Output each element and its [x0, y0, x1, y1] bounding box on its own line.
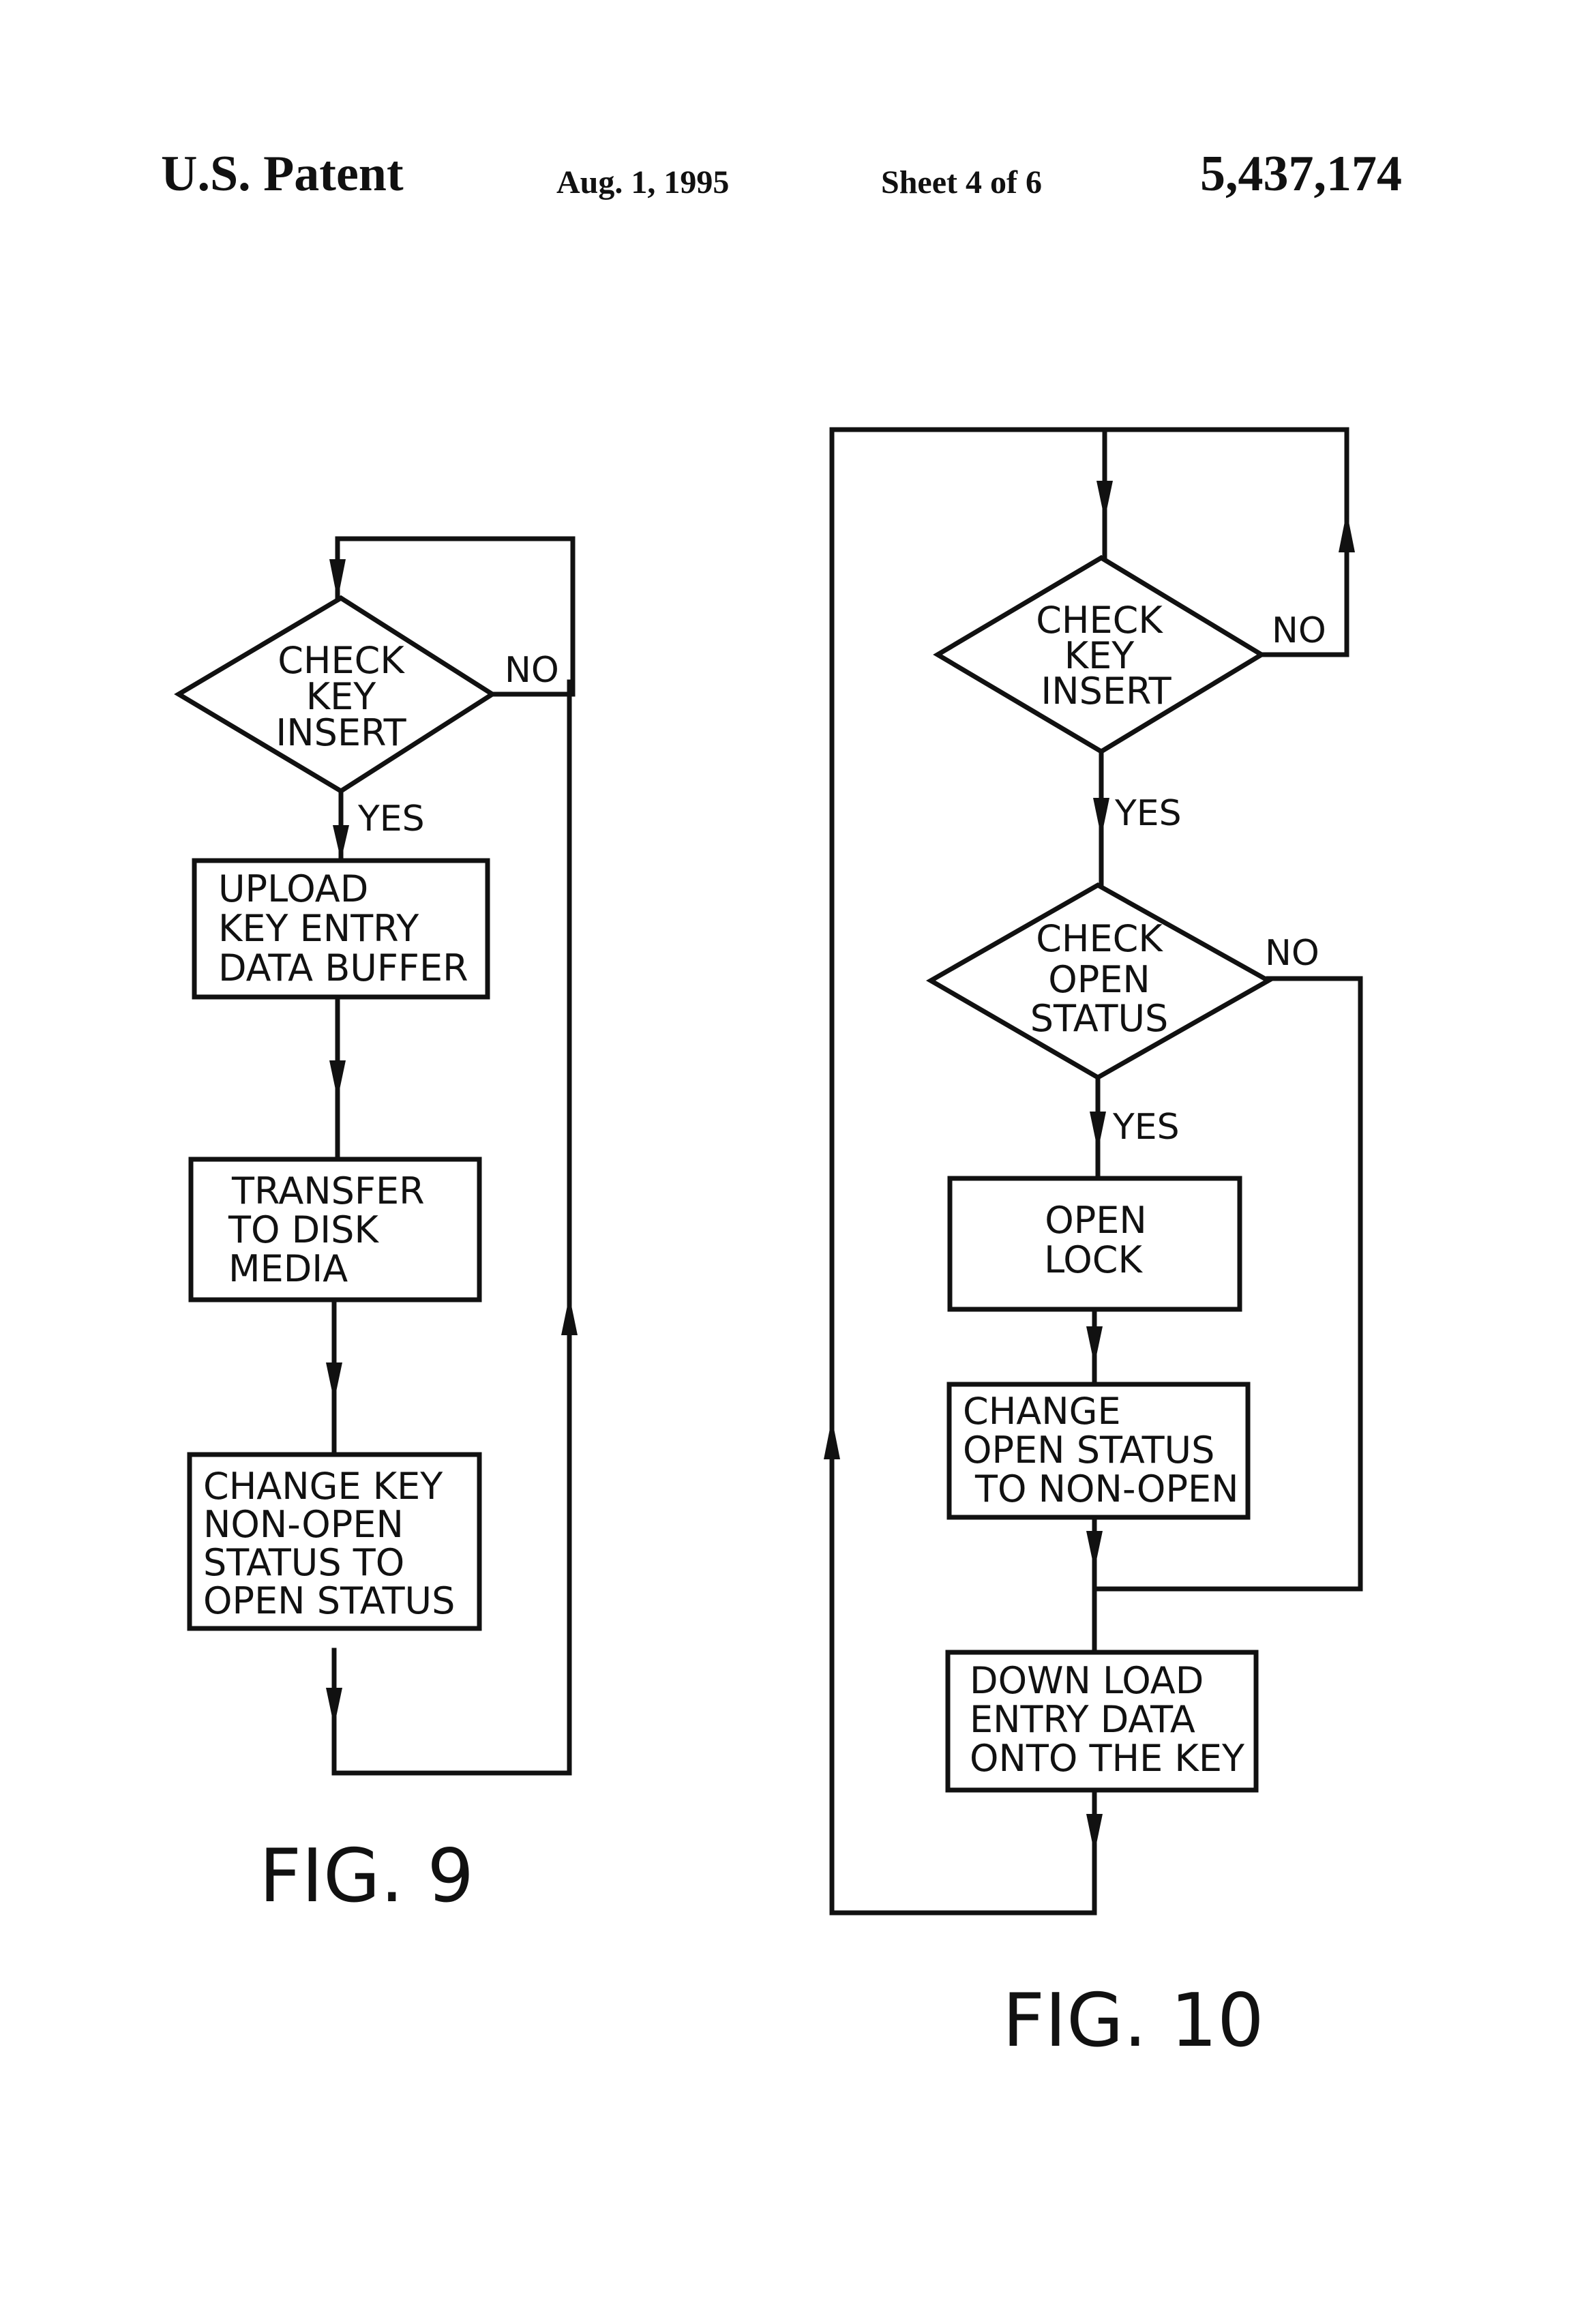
fig10-decision2-line-3: STATUS: [1030, 997, 1169, 1040]
fig10-arrow-into-decision-1: [1096, 481, 1113, 520]
fig10-no-label-2: NO: [1265, 933, 1319, 974]
fig9-change-line-2: NON-OPEN: [203, 1503, 404, 1546]
fig10-decision1-line-1: CHECK: [1036, 599, 1163, 642]
fig10-arrow-no-up: [1339, 511, 1355, 552]
fig10-decision1-line-2: KEY: [1064, 634, 1135, 677]
fig10-box-open-lock: [947, 1176, 1242, 1312]
fig9-transfer-line-1: TRANSFER: [231, 1170, 425, 1212]
fig10-caption: FIG. 10: [1002, 1978, 1264, 2064]
fig9-no-label: NO: [505, 650, 559, 691]
fig10-no-label-1: NO: [1272, 610, 1326, 651]
fig10-arrow-to-change: [1086, 1326, 1103, 1365]
fig10-change-line-3: TO NON-OPEN: [974, 1468, 1239, 1510]
fig9-flowchart: CHECK KEY INSERT NO YES UPLOAD KEY ENTRY…: [174, 536, 578, 1919]
fig10-arrow-yes-1: [1093, 798, 1109, 837]
fig9-no-loop-line: [335, 536, 576, 697]
header-patent-label: U.S. Patent: [161, 146, 404, 202]
fig9-decision-line-3: INSERT: [275, 711, 406, 754]
fig9-change-line-4: OPEN STATUS: [203, 1579, 455, 1622]
fig10-open-lock-line-1: OPEN: [1045, 1199, 1147, 1242]
fig10-flowchart: CHECK KEY INSERT NO YES CHECK OPEN STATU…: [824, 427, 1363, 2064]
fig9-arrow-into-decision: [329, 559, 346, 600]
fig9-decision-line-1: CHECK: [278, 639, 405, 682]
fig9-caption: FIG. 9: [259, 1834, 474, 1919]
fig10-decision2-line-1: CHECK: [1036, 917, 1163, 960]
fig10-change-line-2: OPEN STATUS: [963, 1429, 1214, 1472]
fig10-decision-check-open-status: [925, 882, 1274, 1081]
header-date: Aug. 1, 1995: [556, 164, 730, 200]
header-patent-number: 5,437,174: [1200, 146, 1402, 202]
fig10-download-line-2: ENTRY DATA: [970, 1698, 1195, 1741]
fig9-change-line-3: STATUS TO: [203, 1541, 404, 1584]
fig10-decision-check-key-insert: [933, 554, 1266, 755]
fig10-box-download: [945, 1650, 1259, 1793]
fig9-arrow-yes: [333, 825, 349, 861]
fig10-decision2-line-2: OPEN: [1048, 958, 1150, 1001]
fig9-arrow-return-up: [561, 1296, 578, 1335]
fig10-open-lock-line-2: LOCK: [1044, 1238, 1143, 1281]
fig9-box-transfer: [188, 1157, 482, 1302]
fig9-decision-check-key-insert: [174, 595, 497, 794]
header-sheet-number: Sheet 4 of 6: [881, 164, 1042, 200]
fig10-change-line-1: CHANGE: [963, 1390, 1121, 1433]
fig10-arrow-after-download: [1086, 1814, 1103, 1853]
fig9-arrow-after-change: [326, 1688, 342, 1727]
fig9-upload-line-3: DATA BUFFER: [218, 947, 468, 989]
fig9-box-change-status: [187, 1452, 482, 1631]
fig9-change-line-1: CHANGE KEY: [203, 1465, 443, 1508]
fig9-upload-line-2: KEY ENTRY: [218, 907, 419, 950]
fig10-no-bypass-line: [1092, 976, 1363, 1592]
fig9-transfer-line-3: MEDIA: [228, 1247, 348, 1290]
fig10-arrow-return-up: [824, 1418, 840, 1459]
fig9-arrow-to-change: [326, 1362, 342, 1401]
fig10-box-change-status: [946, 1382, 1251, 1520]
fig9-yes-label: YES: [357, 799, 425, 839]
fig9-transfer-line-2: TO DISK: [228, 1208, 379, 1251]
fig10-download-line-1: DOWN LOAD: [970, 1659, 1204, 1702]
fig9-decision-line-2: KEY: [306, 675, 377, 718]
fig10-decision1-line-3: INSERT: [1041, 670, 1171, 713]
fig9-arrow-to-transfer: [329, 1060, 346, 1099]
fig10-arrow-to-junction: [1086, 1531, 1103, 1570]
fig10-arrow-yes-2: [1090, 1112, 1106, 1151]
fig10-download-line-3: ONTO THE KEY: [970, 1737, 1245, 1780]
fig10-yes-label-2: YES: [1112, 1107, 1180, 1148]
fig9-upload-line-1: UPLOAD: [218, 867, 368, 910]
fig9-box-upload: [192, 858, 490, 1000]
fig10-yes-label-1: YES: [1114, 793, 1182, 834]
